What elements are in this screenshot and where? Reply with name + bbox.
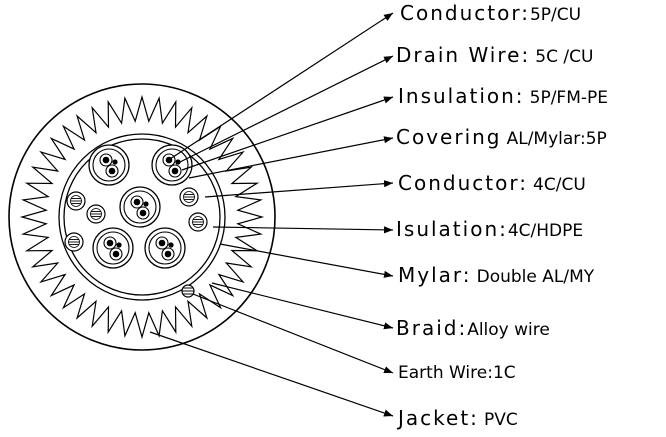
label-covering: Covering AL/Mylar:5P [396, 125, 607, 149]
leader-covering [189, 136, 393, 178]
label-insulation-5p: Insulation: 5P/FM-PE [398, 84, 608, 108]
single-conductor-4 [189, 213, 207, 231]
shielded-pair-1 [89, 145, 129, 185]
mylar-inner-ring [64, 139, 220, 295]
single-conductor-1 [67, 192, 85, 210]
label-conductor-5p: Conductor:5P/CU [400, 1, 582, 25]
jacket-outer-ring [9, 84, 275, 350]
leader-lines [150, 13, 393, 416]
label-jacket: Jacket: PVC [398, 406, 518, 430]
shielded-pair-3 [120, 187, 160, 227]
single-conductor-5 [65, 233, 83, 251]
shielded-pair-5 [145, 228, 185, 268]
leader-insulation-5p [182, 97, 393, 170]
braid-zigzag [22, 97, 262, 337]
single-conductor-3 [180, 188, 198, 206]
label-mylar: Mylar: Double AL/MY [398, 263, 595, 287]
shielded-pair-4 [93, 228, 133, 268]
label-drain-wire: Drain Wire: 5C /CU [396, 43, 594, 67]
shielded-pair-2 [152, 145, 192, 185]
leader-jacket [150, 332, 393, 416]
single-conductor-2 [87, 205, 105, 223]
leader-mylar [220, 244, 393, 278]
label-isulation-4c: Isulation:4C/HDPE [396, 217, 584, 241]
label-conductor-4c: Conductor: 4C/CU [398, 171, 586, 195]
leader-earth-wire [193, 294, 393, 373]
mylar-outer-ring [59, 134, 225, 300]
leader-conductor-4c [205, 180, 393, 197]
leader-drain-wire [176, 56, 393, 164]
cable-cores [65, 145, 207, 268]
earth-wire [182, 285, 194, 297]
label-earth-wire: Earth Wire:1C [398, 363, 516, 383]
leader-isulation-4c [213, 226, 393, 234]
label-braid: Braid:Alloy wire [396, 316, 550, 340]
leader-conductor-5p [170, 13, 393, 159]
leader-braid [212, 283, 393, 330]
